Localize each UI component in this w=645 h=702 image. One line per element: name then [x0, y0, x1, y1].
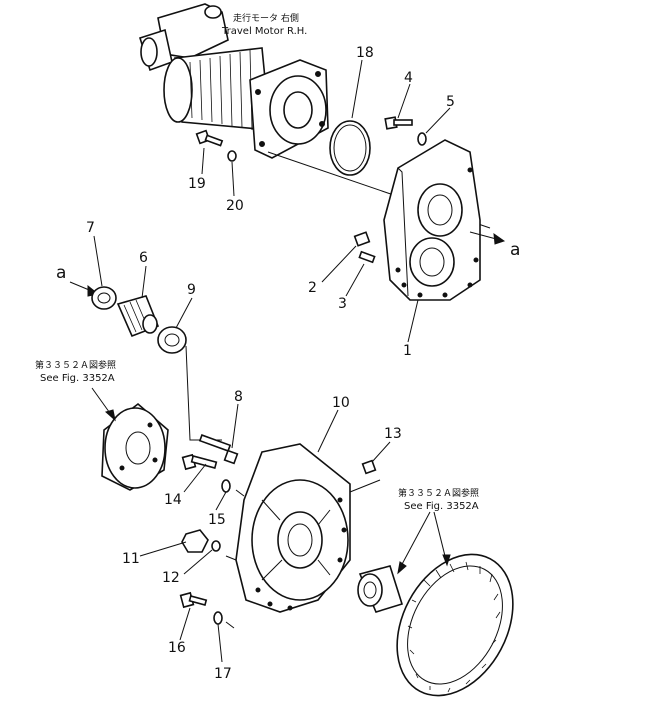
travel-motor-label-en: Travel Motor R.H. — [221, 26, 307, 37]
ring-12 — [211, 540, 221, 552]
callout-14: 14 — [164, 492, 182, 508]
floating-seal — [357, 565, 404, 613]
nut-11 — [181, 529, 209, 553]
travel-motor-label-jp: 走行モータ 右側 — [233, 12, 299, 24]
washer-20 — [227, 150, 237, 162]
plug-13 — [361, 459, 377, 475]
callout-8: 8 — [234, 389, 243, 405]
arrow-ref-left-label: a — [56, 263, 66, 283]
washer-15 — [221, 479, 231, 493]
callout-15: 15 — [208, 512, 226, 528]
leader-lines — [93, 59, 451, 663]
bearing-7 — [91, 286, 117, 310]
callout-13: 13 — [384, 426, 402, 442]
travel-motor — [138, 3, 329, 159]
callout-6: 6 — [139, 250, 148, 266]
pin-3 — [358, 250, 376, 264]
callout-20: 20 — [226, 198, 244, 214]
plug-2 — [353, 231, 371, 247]
callout-7: 7 — [86, 220, 95, 236]
bolt-16 — [179, 591, 208, 609]
washer-17 — [213, 611, 223, 625]
callout-3: 3 — [338, 296, 347, 312]
callout-12: 12 — [162, 570, 180, 586]
ref-fig-lower-jp: 第３３５２Ａ図参照 — [398, 487, 479, 499]
callout-2: 2 — [308, 280, 317, 296]
washer-5 — [417, 132, 427, 146]
callout-5: 5 — [446, 94, 455, 110]
callout-1: 1 — [403, 343, 412, 359]
shaft-6 — [116, 295, 160, 338]
callout-9: 9 — [187, 282, 196, 298]
bolt-4 — [384, 116, 413, 130]
callout-18: 18 — [356, 45, 374, 61]
bolt-19 — [195, 129, 224, 147]
callout-10: 10 — [332, 395, 350, 411]
o-ring — [329, 120, 371, 176]
ref-fig-upper-jp: 第３３５２Ａ図参照 — [35, 359, 116, 371]
callout-19: 19 — [188, 176, 206, 192]
callout-4: 4 — [404, 70, 413, 86]
bolt-8 — [198, 434, 239, 465]
cover — [383, 139, 481, 301]
ref-fig-lower-en: See Fig. 3352A — [404, 501, 479, 512]
shaft-centerline — [185, 345, 222, 441]
housing-10 — [235, 443, 351, 613]
bolt-14 — [181, 453, 218, 471]
bearing-9 — [157, 326, 187, 354]
hub — [101, 402, 169, 491]
callout-17: 17 — [214, 666, 232, 682]
callout-16: 16 — [168, 640, 186, 656]
large-ring — [396, 553, 514, 697]
callout-11: 11 — [122, 551, 140, 567]
ref-fig-upper-en: See Fig. 3352A — [40, 373, 115, 384]
arrow-ref-right-label: a — [510, 240, 520, 260]
